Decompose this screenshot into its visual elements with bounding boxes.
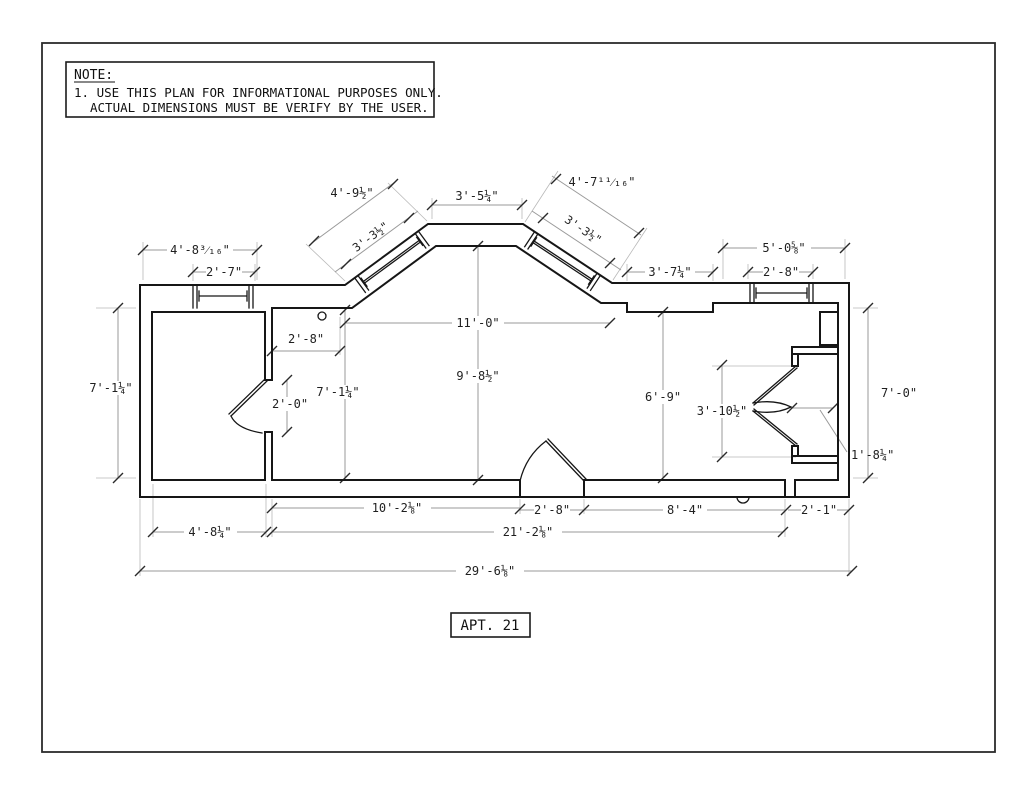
dim-closet-opening: 3'-10½" xyxy=(697,404,748,418)
title-block: APT. 21 xyxy=(450,612,531,638)
apartment-label: APT. 21 xyxy=(460,618,519,634)
label-masks xyxy=(84,241,837,578)
dim-bottom-far-right: 2'-1" xyxy=(801,503,837,517)
window-top-left xyxy=(192,284,254,309)
dim-bay-left-window: 3'-3½" xyxy=(350,219,392,255)
tick-marks xyxy=(112,173,874,577)
dim-bay-top: 3'-5¼" xyxy=(455,189,498,203)
note-line-2: ACTUAL DIMENSIONS MUST BE VERIFY BY THE … xyxy=(90,100,429,115)
note-line-1: 1. USE THIS PLAN FOR INFORMATIONAL PURPO… xyxy=(74,85,443,100)
threshold-notch xyxy=(736,496,750,504)
dim-left-height: 7'-1¼" xyxy=(89,381,132,395)
dim-top-right-wall: 3'-7¼" xyxy=(648,265,691,279)
left-room-door-leaf xyxy=(228,378,268,417)
note-heading: NOTE: xyxy=(74,68,113,83)
window-bay-left xyxy=(353,230,430,294)
dim-bottom-right: 8'-4" xyxy=(667,503,703,517)
window-bay-right xyxy=(523,230,602,292)
closet-depth-leader xyxy=(819,409,848,453)
closet-door-swing xyxy=(752,401,792,413)
dim-top-left-window: 2'-7" xyxy=(206,265,242,279)
dim-right-height: 7'-0" xyxy=(881,386,917,400)
left-room-door-swing xyxy=(230,415,263,434)
partition-wall xyxy=(264,307,273,481)
window-top-right xyxy=(749,282,814,304)
dim-interior-center-width: 11'-0" xyxy=(456,316,499,330)
doors xyxy=(228,378,750,504)
dim-interior-right-height: 6'-9" xyxy=(645,390,681,404)
windows xyxy=(192,230,814,309)
closet-top-wall xyxy=(791,346,839,367)
title-box-border xyxy=(450,612,531,638)
note-box-border xyxy=(65,61,435,118)
note-box: NOTE: 1. USE THIS PLAN FOR INFORMATIONAL… xyxy=(65,61,443,118)
dim-bay-right-window: 3'-3½" xyxy=(562,212,604,247)
dim-bottom-left-room: 4'-8¼" xyxy=(188,525,231,539)
dim-top-right-overall: 5'-0⅝" xyxy=(762,241,805,255)
entry-door-leaf xyxy=(545,438,587,482)
dim-bottom-entry-door: 2'-8" xyxy=(534,503,570,517)
dim-interior-left-width: 2'-8" xyxy=(288,332,324,346)
column-marker-circle xyxy=(317,311,327,321)
exterior-wall-outline xyxy=(139,223,850,498)
closet-bottom-wall xyxy=(791,445,839,464)
bottom-wall-inner xyxy=(271,479,839,498)
dim-top-right-window: 2'-8" xyxy=(763,265,799,279)
dim-bay-left-outer: 4'-9½" xyxy=(330,186,373,200)
chase-box xyxy=(819,311,839,346)
dim-closet-depth: 1'-8¼" xyxy=(851,448,894,462)
dim-interior-left-door: 2'-0" xyxy=(272,397,308,411)
main-room-top-inner xyxy=(271,245,839,313)
page-border xyxy=(41,42,996,753)
dim-bay-right-outer: 4'-7¹¹⁄₁₆" xyxy=(568,175,635,189)
left-room-walls xyxy=(151,311,266,481)
dim-interior-left-height: 7'-1¼" xyxy=(316,385,359,399)
interior-wall-lines xyxy=(151,245,839,498)
dim-bottom-span: 21'-2⅛" xyxy=(503,525,554,539)
closet-door-leaves xyxy=(752,365,798,447)
dim-top-left-overall: 4'-8³⁄₁₆" xyxy=(170,243,230,257)
dim-bottom-overall: 29'-6⅛" xyxy=(465,564,516,578)
dim-bottom-main: 10'-2⅛" xyxy=(372,501,423,515)
dim-interior-center-height: 9'-8½" xyxy=(456,369,499,383)
entry-door-swing xyxy=(519,440,547,482)
closet xyxy=(752,346,839,464)
